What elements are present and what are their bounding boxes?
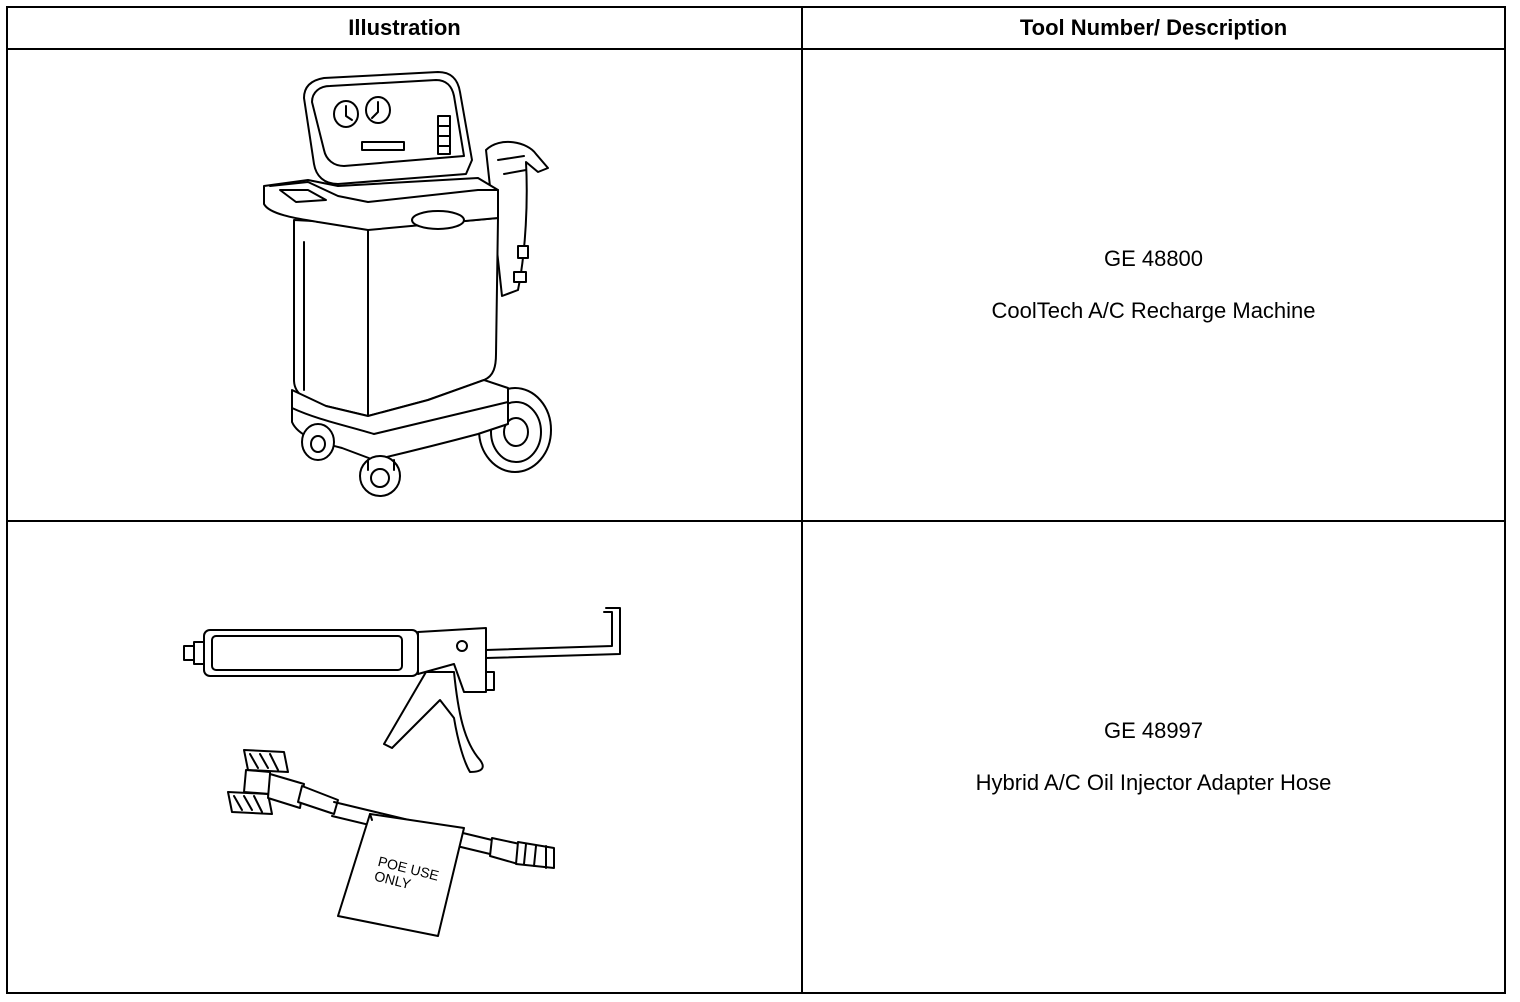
recharge-machine-illustration: [263, 71, 552, 497]
oil-injector-illustration: [183, 607, 621, 937]
tool-description: CoolTech A/C Recharge Machine: [991, 298, 1316, 323]
table-header-row: Illustration Tool Number/ Description: [6, 6, 1506, 50]
oil-injector-illustration-cell: POE USE ONLY: [6, 520, 803, 994]
table-row: POE USE ONLY GE 48997 Hybrid A/C Oil Inj…: [6, 520, 1506, 994]
illustration-column-header: Illustration: [6, 6, 803, 50]
recharge-machine-description-cell: GE 48800 CoolTech A/C Recharge Machine: [801, 48, 1506, 522]
description-column-header: Tool Number/ Description: [801, 6, 1506, 50]
recharge-machine-illustration-cell: [6, 48, 803, 522]
tool-number: GE 48800: [1103, 246, 1204, 271]
tool-number: GE 48997: [1103, 718, 1204, 743]
special-tools-table: Illustration Tool Number/ Description: [6, 6, 1506, 994]
tool-description: Hybrid A/C Oil Injector Adapter Hose: [975, 770, 1332, 795]
oil-injector-description-cell: GE 48997 Hybrid A/C Oil Injector Adapter…: [801, 520, 1506, 994]
table-row: GE 48800 CoolTech A/C Recharge Machine: [6, 48, 1506, 522]
